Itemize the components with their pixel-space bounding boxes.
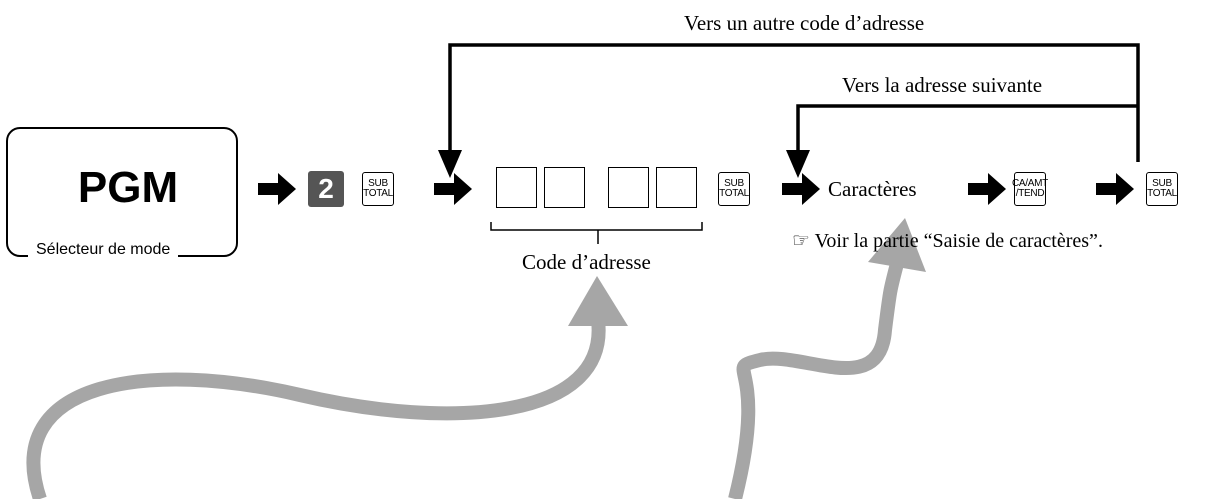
number-2-key[interactable]: 2 [308,171,344,207]
characters-label: Caractères [828,177,917,201]
subtotal-key-1[interactable]: SUB TOTAL [362,172,394,206]
ca-amt-tend-key[interactable]: CA/AMT /TEND [1012,172,1048,206]
subtotal-key-bottom-text: TOTAL [363,188,393,199]
flow-arrow-4 [968,173,1006,205]
address-code-caption: Code d’adresse [522,250,651,274]
address-digit-box-2[interactable] [544,167,585,208]
loop-next-address-label: Vers la adresse suivante [842,73,1043,97]
loop-other-code-line [448,43,1140,162]
mode-selector-caption: Sélecteur de mode [28,240,179,260]
mode-selector-label: PGM [77,163,179,212]
flow-arrows [258,173,1134,205]
subtotal-key-2[interactable]: SUB TOTAL [718,172,750,206]
see-characters-note: ☞ Voir la partie “Saisie de caractères”. [792,230,1103,252]
loop-next-address-line [796,104,1138,158]
loop-other-code-arrowhead [438,150,462,178]
flow-arrow-2 [434,173,472,205]
loop-other-code-label: Vers un autre code d’adresse [684,11,925,35]
subtotal-key-top-text: SUB [724,178,744,189]
ca-amt-key-top-text: CA/AMT [1012,178,1048,189]
curve-arrow-right-head [868,218,926,272]
address-digit-box-1[interactable] [496,167,537,208]
curve-arrow-right [728,258,905,499]
subtotal-key-3[interactable]: SUB TOTAL [1146,172,1178,206]
curve-arrow-left [26,319,606,499]
subtotal-key-bottom-text: TOTAL [1147,188,1177,199]
ca-amt-key-bottom-text: /TEND [1015,188,1045,199]
address-digit-box-4[interactable] [656,167,697,208]
subtotal-key-top-text: SUB [368,178,388,189]
curve-arrow-left-head [568,276,628,326]
flow-arrow-5 [1096,173,1134,205]
address-digit-box-3[interactable] [608,167,649,208]
flow-arrow-1 [258,173,296,205]
subtotal-key-top-text: SUB [1152,178,1172,189]
flow-arrow-3 [782,173,820,205]
subtotal-key-bottom-text: TOTAL [719,188,749,199]
loop-next-address-arrowhead [786,150,810,178]
address-code-bracket [490,222,703,244]
